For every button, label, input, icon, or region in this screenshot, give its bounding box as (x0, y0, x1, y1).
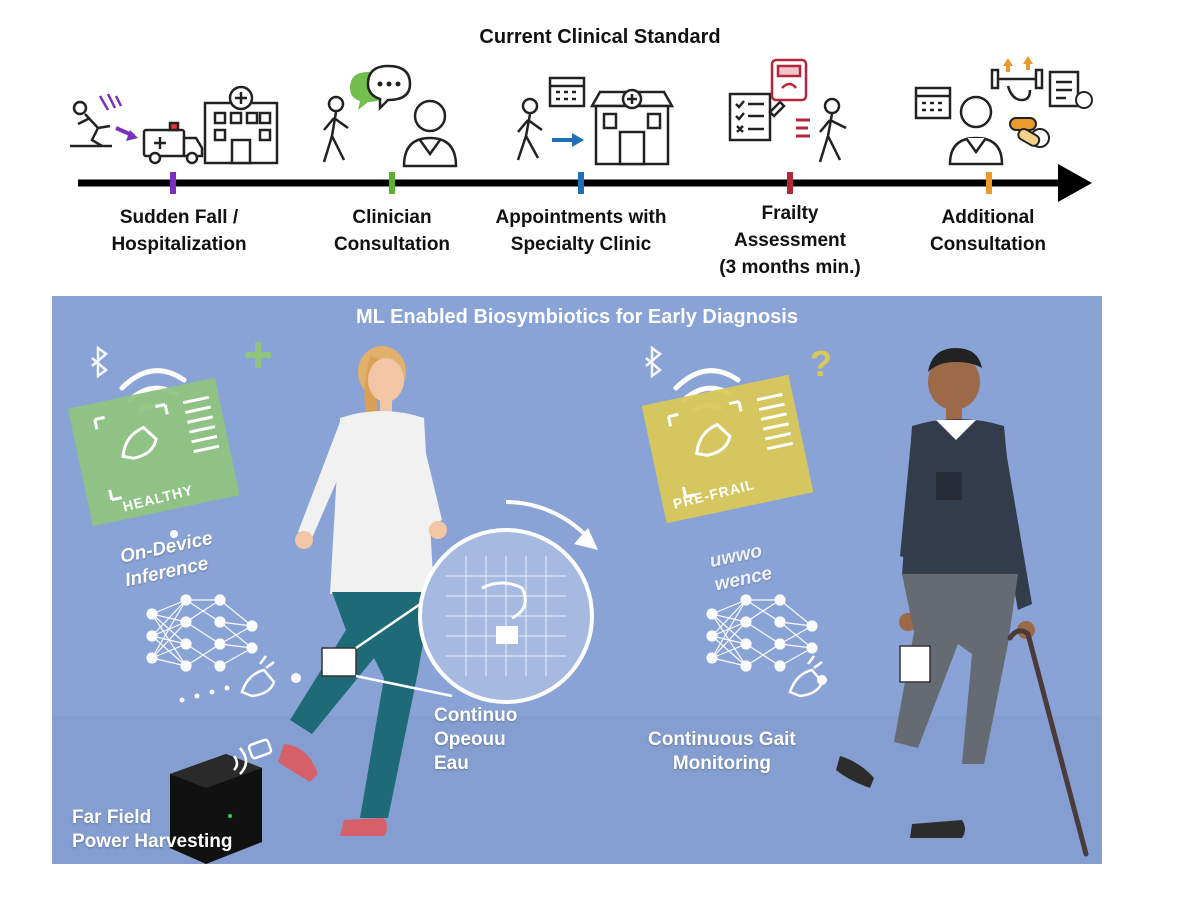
hospital-icon (203, 85, 279, 165)
bluetooth-icon (91, 345, 108, 379)
dumbbell-icon (990, 68, 1044, 102)
stage-label-fall: Sudden Fall / Hospitalization (111, 207, 247, 255)
checklist-icon (728, 92, 786, 142)
stage-tick-frailty (787, 172, 793, 194)
sensor-patch-left (321, 647, 357, 677)
stage-tick-additional (986, 172, 992, 194)
purple-arrow-icon (115, 126, 138, 141)
neural-network-icon-2 (706, 594, 818, 672)
panel-title: ML Enabled Biosymbiotics for Early Diagn… (356, 306, 798, 328)
speech-bubbles-icon (350, 64, 412, 112)
walking-person-icon-2 (516, 97, 543, 161)
wireless-power-icon (232, 738, 273, 775)
biosymbiotics-panel: ML Enabled Biosymbiotics for Early Diagn… (52, 296, 1102, 864)
card-dot (170, 530, 178, 538)
cane-icon (1007, 628, 1089, 857)
ambulance-icon (142, 121, 204, 165)
stage-label-clinician: Clinician Consultation (333, 207, 451, 255)
power-harvester-device (170, 754, 262, 864)
gait-monitoring-label: Continuous Gait Monitoring (648, 729, 796, 774)
calendar-icon (548, 76, 586, 108)
stage-tick-fall (170, 172, 176, 194)
doctor-icon-2 (948, 95, 1004, 166)
grip-scale-icon (770, 58, 808, 102)
healthy-card (67, 377, 240, 527)
falling-person-icon (70, 100, 112, 148)
foot-sensor-icon (240, 655, 276, 698)
foot-sensor-icon-2 (788, 655, 824, 698)
walking-person-icon-3 (818, 97, 847, 163)
plus-icon (245, 342, 271, 368)
timeline-graphic (70, 56, 1093, 202)
timeline-title: Current Clinical Standard (479, 26, 721, 48)
panel-illustration: ? (52, 342, 1102, 864)
doctor-icon (402, 99, 458, 168)
data-dots (179, 673, 301, 703)
continuous-operation-label: Continuo Opeouu Eau (434, 705, 518, 774)
stage-tick-clinician (389, 172, 395, 194)
elderly-man-figure (836, 348, 1035, 838)
walking-woman-figure (278, 346, 447, 836)
power-harvesting-label: Far Field Power Harvesting (72, 807, 233, 852)
question-mark-icon: ? (810, 343, 832, 384)
sensor-patch-right (899, 645, 931, 683)
neural-network-icon (146, 594, 258, 672)
stage-label-frailty: Frailty Assessment (3 months min.) (719, 203, 861, 278)
impact-lines-icon (98, 93, 123, 111)
bluetooth-icon-2 (645, 345, 662, 379)
clipboard-icon (1048, 70, 1080, 108)
stage-tick-specialty (578, 172, 584, 194)
apple-icon (1075, 91, 1093, 109)
timeline-arrowhead (1058, 164, 1092, 202)
walking-person-icon (322, 95, 349, 163)
prefrail-card (641, 374, 814, 524)
stage-label-additional: Additional Consultation (929, 207, 1047, 255)
clinic-icon (589, 88, 675, 166)
blue-arrow-icon (552, 133, 584, 147)
up-arrows-icon (1003, 56, 1033, 72)
pills-icon (1009, 117, 1050, 148)
calendar-icon-2 (914, 86, 952, 120)
stage-label-specialty: Appointments with Specialty Clinic (495, 207, 667, 255)
motion-lines-icon (796, 118, 810, 138)
zoom-circle (418, 500, 598, 704)
